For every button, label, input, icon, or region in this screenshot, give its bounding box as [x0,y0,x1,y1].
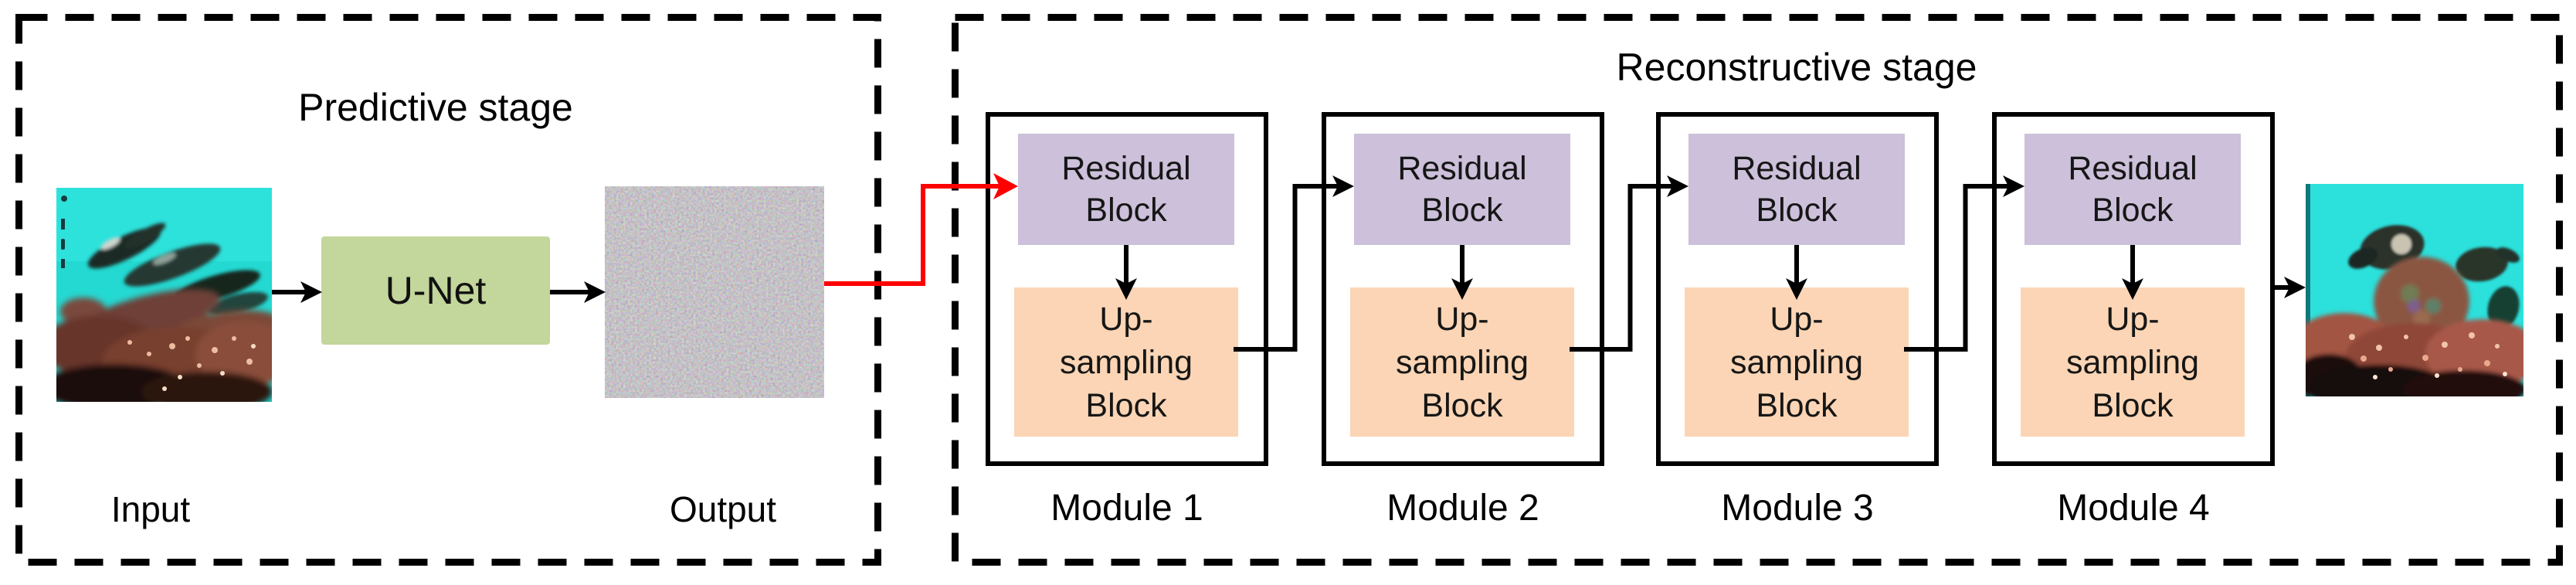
module-3-residual-block: Residual Block [1688,134,1905,245]
residual-label-line2: Block [2092,192,2174,229]
module-2-residual-block: Residual Block [1354,134,1570,245]
upsampling-label-line1: Up- [1770,300,1824,338]
module-3-box: Residual Block Up- sampling Block [1656,112,1939,466]
noise-art [605,186,824,398]
residual-label-line1: Residual [2068,150,2198,187]
upsampling-label-line1: Up- [1099,300,1153,338]
output-label: Output [669,489,777,529]
input-photo-art [56,188,272,402]
restored-underwater-photo [2306,184,2523,396]
module-2-upsampling-block: Up- sampling Block [1350,287,1574,437]
residual-label-line1: Residual [1061,150,1191,187]
module-4-upsampling-block: Up- sampling Block [2021,287,2245,437]
upsampling-label-line1: Up- [2106,300,2160,338]
module-3-label: Module 3 [1721,488,1874,529]
upsampling-label-line3: Block [1421,386,1503,424]
upsampling-label-line2: sampling [2065,343,2200,381]
predicted-noise-map [605,186,824,398]
residual-label-line2: Block [1085,192,1167,229]
residual-label-line1: Residual [1397,150,1527,187]
upsampling-label-line1: Up- [1435,300,1489,338]
upsampling-label-line3: Block [2092,386,2174,424]
predictive-stage-title: Predictive stage [298,86,573,129]
restored-photo-art [2306,184,2523,396]
module-1-residual-block: Residual Block [1018,134,1234,245]
input-underwater-photo [56,188,272,402]
module-3-upsampling-block: Up- sampling Block [1685,287,1909,437]
arrow-module4-to-restored-photo [2275,277,2306,298]
unet-label: U-Net [385,269,487,312]
unet-box: U-Net [321,236,550,345]
upsampling-label-line2: sampling [1059,343,1193,381]
upsampling-label-line3: Block [1085,386,1167,424]
input-label: Input [110,489,191,529]
residual-label-line1: Residual [1732,150,1862,187]
arrow-input-to-unet [272,281,322,303]
arrow-unet-to-noise [550,281,606,303]
module-4-box: Residual Block Up- sampling Block [1992,112,2275,466]
module-2-box: Residual Block Up- sampling Block [1322,112,1604,466]
module-4-label: Module 4 [2057,488,2210,529]
upsampling-label-line3: Block [1756,386,1838,424]
module-1-label: Module 1 [1050,488,1203,529]
reconstructive-stage-title: Reconstructive stage [1616,46,1977,89]
residual-label-line2: Block [1756,192,1838,229]
module-2-label: Module 2 [1386,488,1539,529]
upsampling-label-line2: sampling [1395,343,1529,381]
module-4-residual-block: Residual Block [2024,134,2241,245]
residual-label-line2: Block [1421,192,1503,229]
upsampling-label-line2: sampling [1729,343,1864,381]
module-1-upsampling-block: Up- sampling Block [1014,287,1238,437]
module-1-box: Residual Block Up- sampling Block [986,112,1268,466]
